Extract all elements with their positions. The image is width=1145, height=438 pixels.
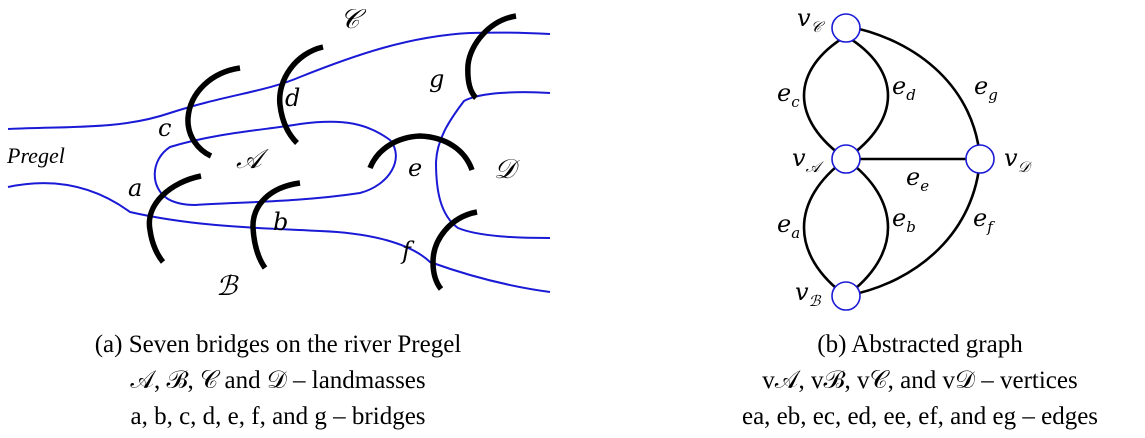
bridge-f — [430, 209, 478, 291]
vertex-label-d: v𝒟 — [1004, 144, 1033, 176]
edge-d — [845, 34, 890, 161]
vertex-label-a: v𝒜 — [792, 144, 825, 176]
river-south-bank — [7, 182, 551, 293]
caption-a-title: (a) Seven bridges on the river Pregel — [95, 331, 462, 358]
bridge-c — [185, 65, 241, 159]
landmass-label-d: 𝒟 — [494, 154, 520, 185]
bridge-label-e: e — [408, 154, 422, 182]
bridge-a — [146, 173, 202, 264]
bridge-d — [276, 44, 324, 145]
edge-label-d: ed — [892, 72, 916, 104]
edge-f — [845, 158, 982, 298]
bridge-e — [367, 133, 475, 172]
bridge-label-b: b — [273, 208, 288, 236]
vertex-label-c: v𝒞 — [797, 4, 826, 36]
bridge-label-a: a — [128, 174, 142, 202]
edge-label-b: eb — [892, 204, 916, 236]
bridge-label-c: c — [158, 114, 171, 142]
bridge-b — [250, 180, 301, 270]
landmass-label-a: 𝒜 — [236, 144, 269, 175]
vertex-label-b: vℬ — [795, 278, 822, 310]
edge-c — [802, 34, 847, 161]
river-map-panel: Pregel 𝒞 𝒜 𝒟 ℬ a b c d e f g (a) Seven b… — [6, 4, 551, 430]
river-label: Pregel — [6, 143, 65, 168]
edge-label-a: ea — [777, 210, 800, 242]
edge-a — [802, 157, 847, 298]
graph-panel: v𝒞 v𝒜 v𝒟 vℬ ec ed eg ee ea eb e — [742, 4, 1098, 430]
island-outline — [153, 120, 397, 207]
bridge-label-g: g — [429, 65, 444, 93]
caption-a-landmasses: 𝒜, ℬ, 𝒞 and 𝒟 – landmasses — [130, 367, 425, 394]
bridge-label-d: d — [285, 84, 300, 112]
vertex-b — [831, 281, 861, 311]
vertex-a — [831, 144, 861, 174]
caption-a-bridges: a, b, c, d, e, f, and g – bridges — [130, 403, 425, 430]
caption-b-vertices: v𝒜, vℬ, v𝒞, and v𝒟 – vertices — [762, 367, 1077, 394]
edge-label-c: ec — [777, 79, 800, 111]
bridge-g — [465, 13, 517, 100]
caption-b-edges: ea, eb, ec, ed, ee, ef, and eg – edges — [742, 403, 1098, 430]
caption-b-title: (b) Abstracted graph — [817, 331, 1023, 358]
river-east-branch-lower — [435, 161, 551, 239]
landmass-label-b: ℬ — [216, 271, 239, 302]
landmass-label-c: 𝒞 — [340, 4, 367, 35]
edge-label-g: eg — [974, 72, 998, 104]
edge-g — [845, 24, 982, 160]
river-east-branch-upper — [435, 91, 551, 163]
river-north-bank — [7, 31, 551, 130]
edge-label-f: ef — [973, 204, 995, 236]
edge-label-e: ee — [906, 163, 929, 195]
vertex-d — [965, 144, 995, 174]
vertex-c — [831, 13, 861, 43]
edge-b — [845, 157, 890, 298]
